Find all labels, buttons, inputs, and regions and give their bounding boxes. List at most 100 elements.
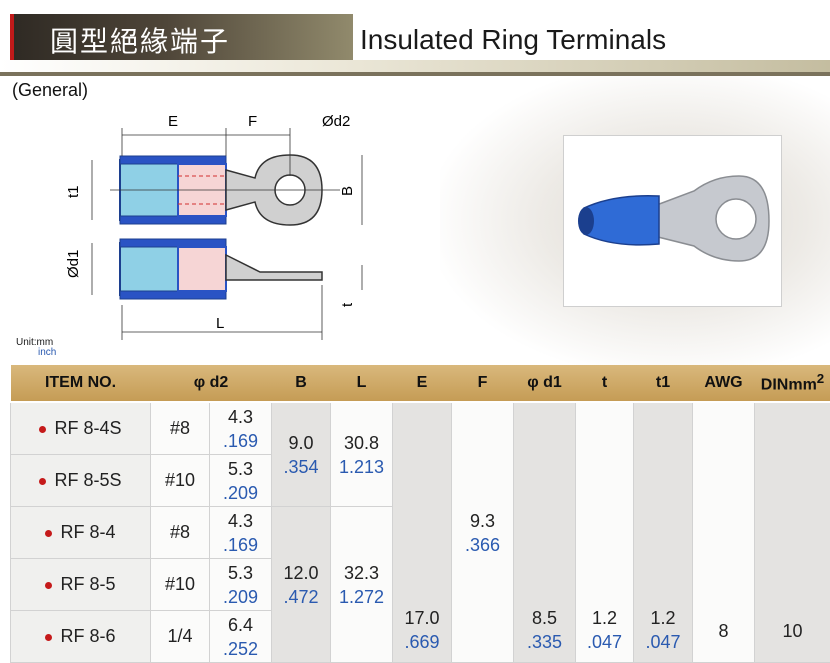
t1-cell: 1.2.047 [634,402,693,663]
label-d1: Ød1 [65,250,82,278]
d1-mm: 8.5 [514,606,575,630]
item-cell: RF 8-5S [11,455,151,507]
photo-sleeve-end [578,207,594,235]
barrel-side [178,247,226,291]
screw-cell: #10 [151,559,210,611]
b-in: .472 [272,585,330,609]
bullet-dot-icon [39,478,46,485]
d2-in: .209 [210,585,271,609]
screw-cell: #8 [151,507,210,559]
bullet-dot-icon [39,426,46,433]
b-cell: 9.0.354 [272,402,331,507]
header-l: L [331,365,393,402]
t1-mm: 1.2 [634,606,692,630]
sleeve-side-edge-bottom [120,291,226,299]
label-e: E [168,113,178,130]
item-no: RF 8-5 [60,574,115,594]
header-din: DINmm2 [755,365,830,402]
page-title: Insulated Ring Terminals [360,24,666,56]
item-cell: RF 8-6 [11,611,151,663]
label-t1: t1 [65,185,82,198]
header-awg: AWG [693,365,755,402]
l-in: 1.213 [331,455,392,479]
item-no: RF 8-6 [60,626,115,646]
awg-cell: 8 [693,402,755,663]
t1-in: .047 [634,630,692,654]
item-no: RF 8-5S [54,470,121,490]
header-t: t [576,365,634,402]
t-cell: 1.2.047 [576,402,634,663]
t-mm: 1.2 [576,606,633,630]
l-mm: 30.8 [331,431,392,455]
b-cell: 12.0.472 [272,507,331,663]
d2-mm: 5.3 [210,561,271,585]
photo-sleeve [584,196,659,245]
header-item: ITEM NO. [11,365,151,402]
photo-ring-hole [716,199,756,239]
d2-mm: 4.3 [210,509,271,533]
item-no: RF 8-4S [54,418,121,438]
l-in: 1.272 [331,585,392,609]
product-photo [563,135,782,307]
label-f: F [248,113,257,130]
d2-in: .169 [210,429,271,453]
d2-cell: 4.3.169 [210,507,272,559]
d2-in: .252 [210,637,271,661]
header-din-text: DINmm [761,377,817,394]
title-rule-line [0,72,830,76]
d1-cell: 8.5.335 [514,402,576,663]
item-cell: RF 8-4S [11,402,151,455]
title-chinese: 圓型絕緣端子 [50,20,230,60]
d2-cell: 5.3.209 [210,559,272,611]
sleeve-top-edge-bottom [120,216,226,224]
e-in: .669 [393,630,451,654]
f-mm: 9.3 [452,509,513,533]
d2-mm: 5.3 [210,457,271,481]
screw-cell: #10 [151,455,210,507]
f-in: .366 [452,533,513,557]
b-mm: 12.0 [272,561,330,585]
bullet-dot-icon [45,582,52,589]
l-mm: 32.3 [331,561,392,585]
sleeve-top-edge [120,156,226,164]
sleeve-side [120,243,178,295]
d2-cell: 5.3.209 [210,455,272,507]
screw-cell: #8 [151,402,210,455]
d2-in: .209 [210,481,271,505]
item-cell: RF 8-5 [11,559,151,611]
header-b: B [272,365,331,402]
label-d2: Ød2 [322,113,350,130]
label-b: B [339,186,356,196]
d1-in: .335 [514,630,575,654]
item-no: RF 8-4 [60,522,115,542]
header-e: E [393,365,452,402]
header-din-sup: 2 [817,371,824,386]
header-f: F [452,365,514,402]
unit-inch: inch [38,347,56,358]
label-l: L [216,315,224,332]
d2-cell: 6.4.252 [210,611,272,663]
table-header: ITEM NO. φ d2 B L E F φ d1 t t1 AWG DINm… [11,365,830,402]
title-banner: 圓型絕緣端子 [10,14,353,60]
sleeve-side-edge [120,239,226,247]
header-d1: φ d1 [514,365,576,402]
b-in: .354 [272,455,330,479]
e-cell: 17.0.669 [393,402,452,663]
item-cell: RF 8-4 [11,507,151,559]
d2-mm: 6.4 [210,613,271,637]
d2-in: .169 [210,533,271,557]
d2-mm: 4.3 [210,405,271,429]
product-photo-art [564,136,781,306]
header-t1: t1 [634,365,693,402]
subtitle: (General) [12,80,88,101]
screw-cell: 1/4 [151,611,210,663]
f-cell: 9.3.366 [452,402,514,663]
bullet-dot-icon [45,634,52,641]
header-d2: φ d2 [151,365,272,402]
spec-table: ITEM NO. φ d2 B L E F φ d1 t t1 AWG DINm… [10,365,830,663]
d2-cell: 4.3.169 [210,402,272,455]
tongue-side [226,255,322,280]
